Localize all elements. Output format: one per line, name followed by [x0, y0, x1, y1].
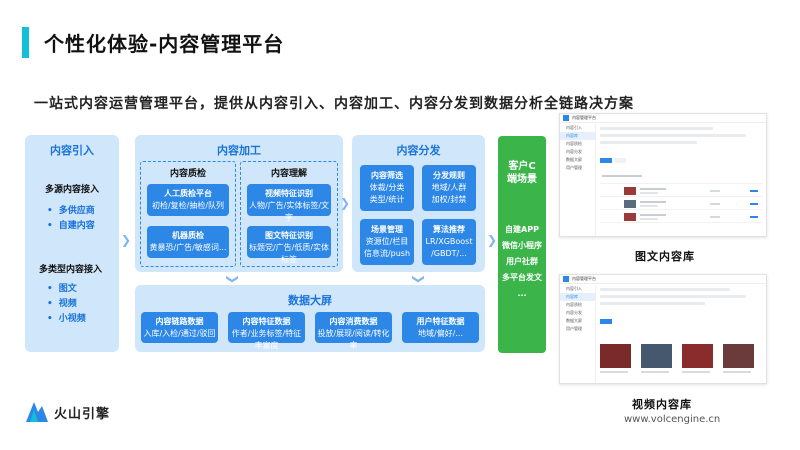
quality-group: 内容质检 人工质检平台 初检/复检/抽检/队列 机器质检 黄暴恐/广告/敏感词.… — [140, 161, 236, 267]
sidebar-item: 数据大屏 — [566, 318, 582, 323]
sidebar-item: 用户管理 — [566, 165, 582, 170]
table-row — [600, 210, 762, 223]
sidebar-item: 内容分发 — [566, 149, 582, 154]
list-item: 自建APP — [505, 225, 539, 234]
video-library-screenshot: 内容管理平台 内容引入 内容库 内容质检 内容分发 数据大屏 用户管理 — [559, 274, 767, 384]
chevron-down-icon: ❯ — [412, 273, 427, 285]
user-feature-data-box: 用户特征数据 地域/偏好/... — [402, 312, 479, 343]
video-thumbnail — [600, 344, 631, 368]
list-item: 自建内容 — [47, 219, 95, 234]
list-item: 图文 — [47, 282, 86, 297]
consumption-data-box: 内容消费数据 投放/展现/阅读/转化率 — [315, 312, 392, 350]
video-thumbnail — [641, 344, 672, 368]
scene-management-box: 场景管理 资源位/栏目 信息流/push — [360, 219, 414, 265]
title-accent-bar — [22, 27, 29, 58]
app-name: 内容管理平台 — [572, 276, 596, 281]
video-thumbnail — [723, 344, 754, 368]
intro-group2-list: 图文 视频 小视频 — [47, 282, 86, 327]
chevron-right-icon: ❯ — [487, 233, 498, 247]
client-head-line2: 端场景 — [507, 174, 537, 185]
image-text-library-screenshot: 内容管理平台 内容引入 内容库 内容质检 内容分发 数据大屏 用户管理 — [559, 113, 767, 237]
list-item: 用户社群 — [506, 257, 538, 266]
processing-panel: 内容加工 内容质检 人工质检平台 初检/复检/抽检/队列 机器质检 黄暴恐/广告… — [135, 135, 343, 272]
quality-head: 内容质检 — [169, 169, 206, 179]
pipeline-data-box: 内容链路数据 入库/入检/通过/驳回 — [141, 312, 218, 343]
app-logo-icon — [563, 115, 569, 121]
table-row — [600, 197, 762, 210]
page-title: 个性化体验-内容管理平台 — [44, 32, 285, 56]
processing-panel-title: 内容加工 — [217, 144, 261, 157]
list-item: 视频 — [47, 297, 86, 312]
list-item: 微信小程序 — [502, 241, 542, 250]
machine-qc-box: 机器质检 黄暴恐/广告/敏感词... — [147, 226, 229, 258]
manual-qc-box: 人工质检平台 初检/复检/抽检/队列 — [147, 184, 229, 216]
volcengine-logo-icon — [26, 402, 48, 422]
sidebar-item: 内容引入 — [566, 286, 582, 291]
intro-group1-head: 多源内容接入 — [45, 185, 100, 195]
app-logo-icon — [563, 276, 569, 282]
sidebar-item: 内容质检 — [566, 302, 582, 307]
distribution-rules-box: 分发规则 地域/人群 加权/封禁 — [422, 165, 476, 211]
understanding-head: 内容理解 — [270, 169, 307, 179]
client-scenes-panel: 客户C 端场景 自建APP 微信小程序 用户社群 多平台发文 ... — [498, 136, 546, 353]
image-text-library-label: 图文内容库 — [635, 250, 695, 263]
brand-name: 火山引擎 — [54, 407, 111, 422]
chevron-right-icon: ❯ — [340, 196, 351, 210]
list-item: ... — [517, 289, 527, 298]
sidebar-item: 内容分发 — [566, 310, 582, 315]
bigscreen-panel-title: 数据大屏 — [288, 294, 332, 307]
intro-panel-title: 内容引入 — [50, 144, 94, 157]
list-item: 小视频 — [47, 312, 86, 327]
sidebar: 内容引入 内容库 内容质检 内容分发 数据大屏 用户管理 — [560, 285, 596, 383]
understanding-group: 内容理解 视频特征识别 人物/广告/实体标签/文字 图文特征识别 标题党/广告/… — [240, 161, 338, 267]
chevron-down-icon: ❯ — [226, 273, 241, 285]
bigscreen-panel: 数据大屏 内容链路数据 入库/入检/通过/驳回 内容特征数据 作者/业务标签/特… — [135, 285, 485, 352]
image-feature-box: 图文特征识别 标题党/广告/低质/实体标签 — [247, 226, 331, 264]
sidebar-item: 数据大屏 — [566, 157, 582, 162]
video-feature-box: 视频特征识别 人物/广告/实体标签/文字 — [247, 184, 331, 222]
algorithm-recommend-box: 算法推荐 LR/XGBoost /GBDT/... — [422, 219, 476, 265]
distribution-panel-title: 内容分发 — [396, 144, 441, 157]
video-library-label: 视频内容库 — [632, 398, 692, 411]
sidebar-item: 内容质检 — [566, 141, 582, 146]
distribution-panel: 内容分发 内容筛选 体裁/分类 类型/统计 分发规则 地域/人群 加权/封禁 场… — [352, 135, 485, 272]
content-table — [600, 127, 762, 232]
sidebar: 内容引入 内容库 内容质检 内容分发 数据大屏 用户管理 — [560, 124, 596, 236]
feature-data-box: 内容特征数据 作者/业务标签/特征丰富度 — [228, 312, 305, 350]
sidebar-item: 内容库 — [560, 293, 595, 301]
client-head-line1: 客户C — [508, 161, 536, 172]
list-item: 多平台发文 — [502, 273, 542, 282]
video-grid — [600, 288, 762, 379]
video-thumbnail — [682, 344, 713, 368]
page-subtitle: 一站式内容运营管理平台，提供从内容引入、内容加工、内容分发到数据分析全链路决方案 — [34, 96, 634, 112]
sidebar-item: 用户管理 — [566, 326, 582, 331]
chevron-right-icon: ❯ — [121, 233, 132, 247]
sidebar-item: 内容库 — [560, 132, 595, 140]
content-filter-box: 内容筛选 体裁/分类 类型/统计 — [360, 165, 414, 211]
intro-group1-list: 多供应商 自建内容 — [47, 204, 95, 234]
intro-group2-head: 多类型内容接入 — [39, 265, 103, 275]
intro-panel: 内容引入 多源内容接入 多供应商 自建内容 多类型内容接入 图文 视频 小视频 — [25, 135, 119, 352]
list-item: 多供应商 — [47, 204, 95, 219]
app-name: 内容管理平台 — [572, 115, 596, 120]
sidebar-item: 内容引入 — [566, 125, 582, 130]
table-row — [600, 184, 762, 197]
website-url: www.volcengine.cn — [624, 414, 721, 425]
